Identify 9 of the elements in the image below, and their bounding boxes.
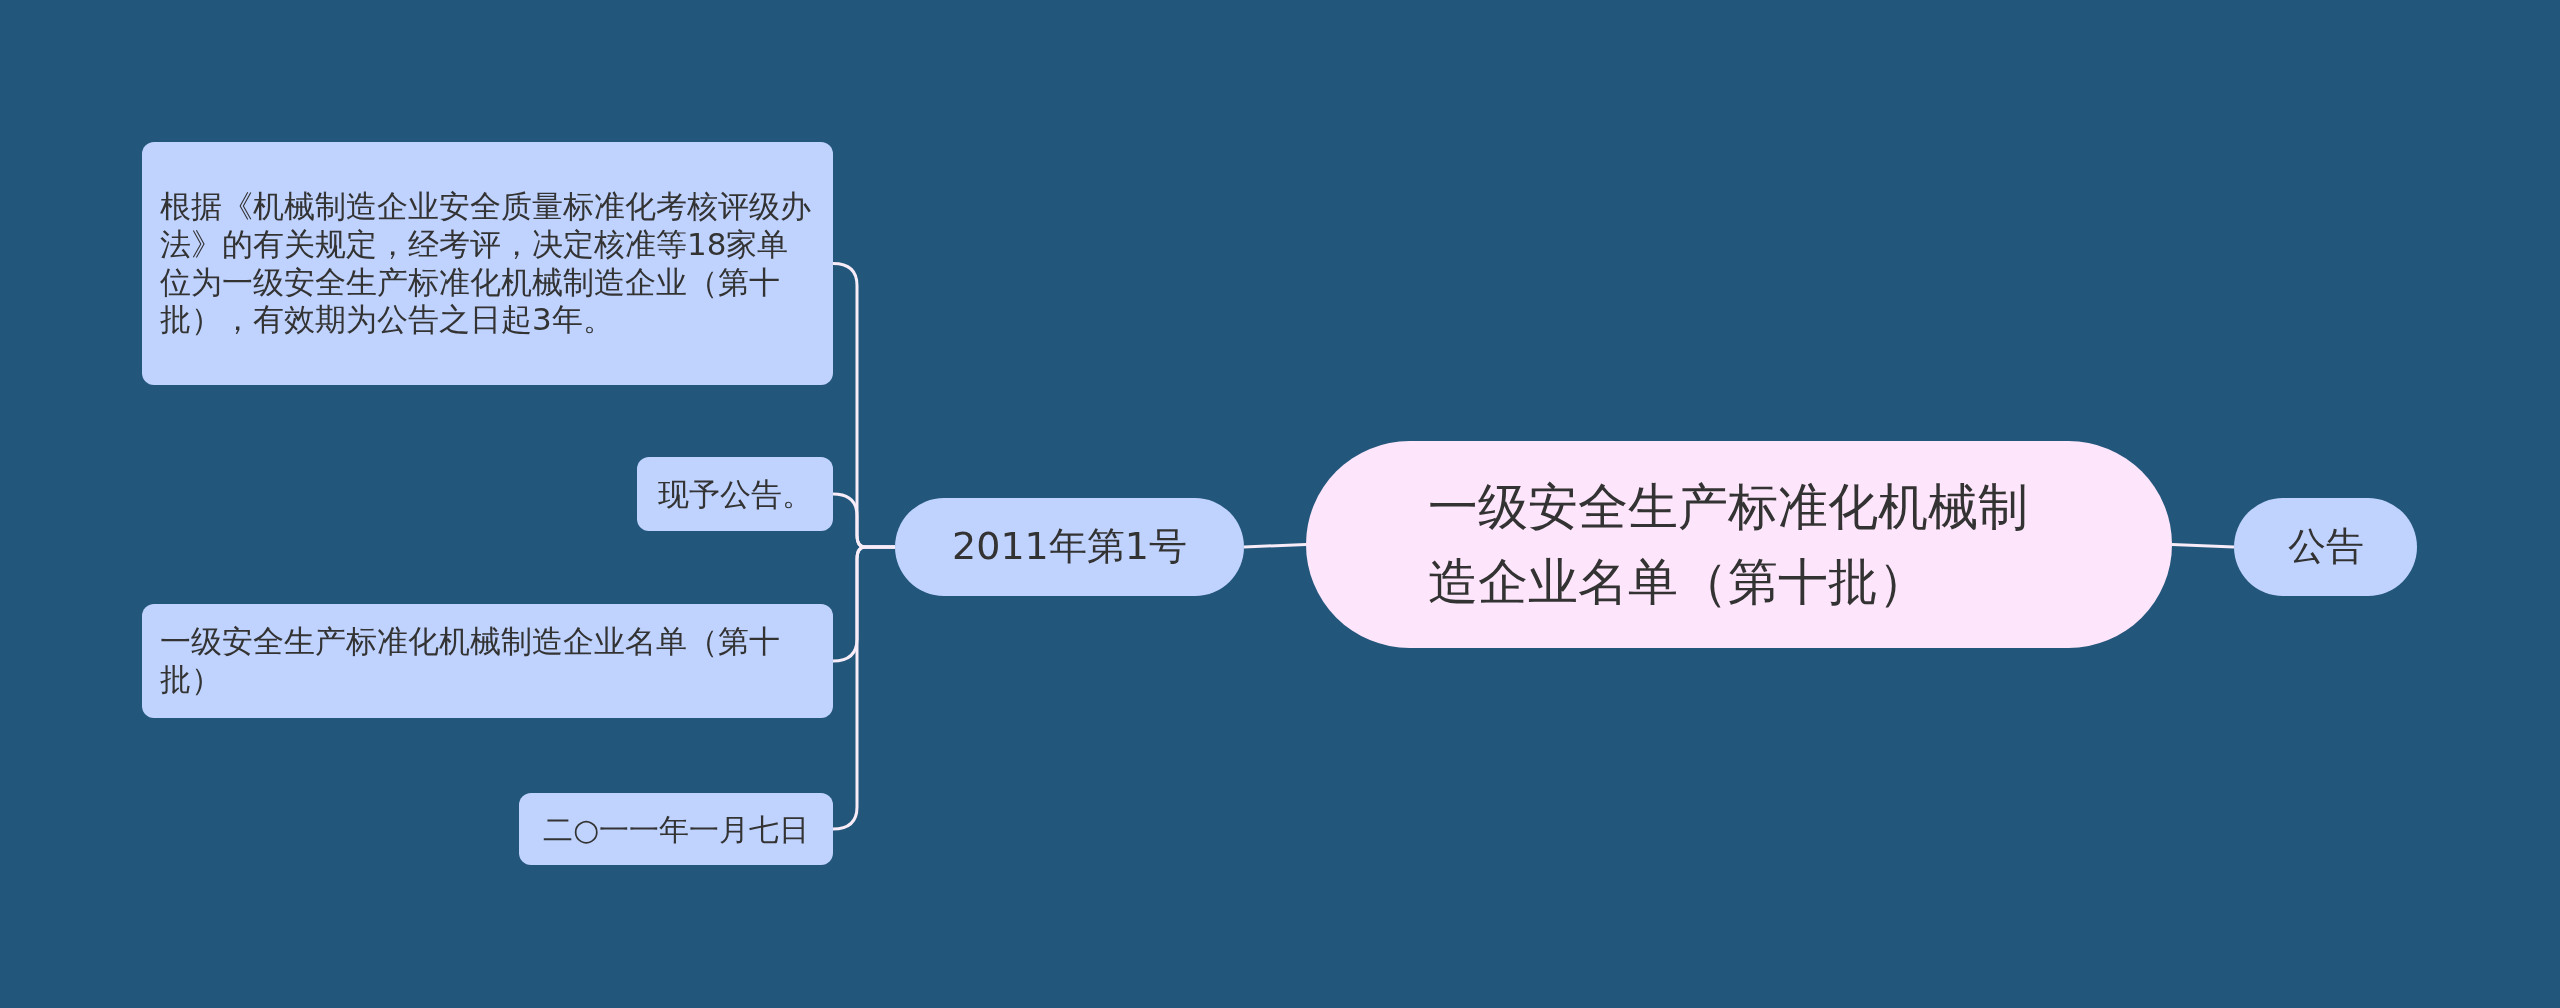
topic-pill: 2011年第1号: [895, 498, 1244, 596]
text-card: 一级安全生产标准化机械制造企业名单（第十批）: [142, 604, 833, 718]
text-card: 根据《机械制造企业安全质量标准化考核评级办法》的有关规定，经考评，决定核准等18家单位为一级安全生产标准化机械制造企业（第十批），有效期为公告之日起3年。: [142, 142, 833, 385]
topic-pill: 公告: [2234, 498, 2417, 596]
connector-line: [2171, 543, 2235, 549]
text-card: 现予公告。: [637, 457, 833, 531]
text-card: 二○一一年一月七日: [519, 793, 833, 865]
central-topic-pill: 一级安全生产标准化机械制造企业名单（第十批）: [1306, 441, 2172, 648]
connector-line: [1243, 543, 1307, 549]
